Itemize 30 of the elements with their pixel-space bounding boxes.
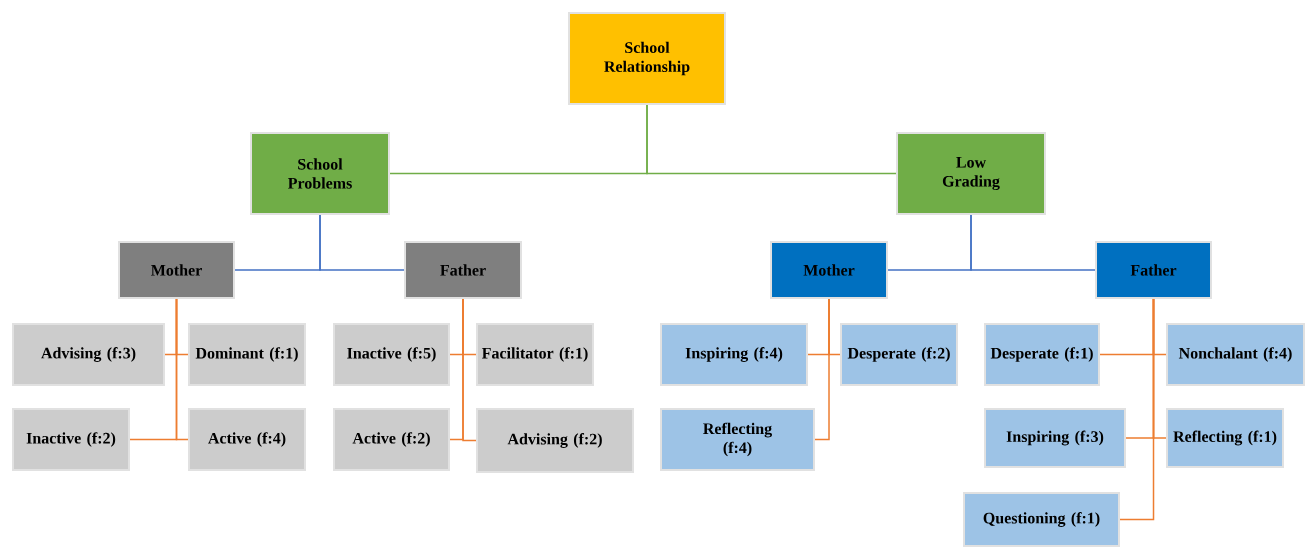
box: Active (f:2) <box>333 408 450 471</box>
box: Reflecting (f:1) <box>1166 408 1284 468</box>
connector-line <box>175 298 189 441</box>
box: School Relationship <box>568 12 726 105</box>
box: Inspiring (f:3) <box>984 408 1126 468</box>
box: Low Grading <box>896 132 1046 215</box>
box: Facilitator (f:1) <box>476 323 594 386</box>
connector-line <box>1119 298 1155 521</box>
box: Advising (f:2) <box>476 408 634 473</box>
box: Inactive (f:2) <box>12 408 130 471</box>
box: Father <box>1095 241 1212 299</box>
box: Desperate (f:2) <box>840 323 958 386</box>
box: Nonchalant (f:4) <box>1166 323 1305 386</box>
box: Desperate (f:1) <box>984 323 1100 386</box>
box: Mother <box>118 241 235 299</box>
box: Inactive (f:5) <box>333 323 450 386</box>
box: Father <box>404 241 522 299</box>
box: Advising (f:3) <box>12 323 165 386</box>
box: School Problems <box>250 132 390 215</box>
connector-line <box>319 214 405 271</box>
box: Reflecting (f:4) <box>660 408 815 471</box>
box: Active (f:4) <box>188 408 306 471</box>
box: Inspiring (f:4) <box>660 323 808 386</box>
box: Questioning (f:1) <box>963 492 1120 547</box>
connector-line <box>646 104 897 175</box>
box: Dominant (f:1) <box>188 323 306 386</box>
connector-line <box>970 214 1096 271</box>
connector-line <box>462 298 477 442</box>
box: Mother <box>770 241 888 299</box>
connector-line <box>814 298 830 441</box>
